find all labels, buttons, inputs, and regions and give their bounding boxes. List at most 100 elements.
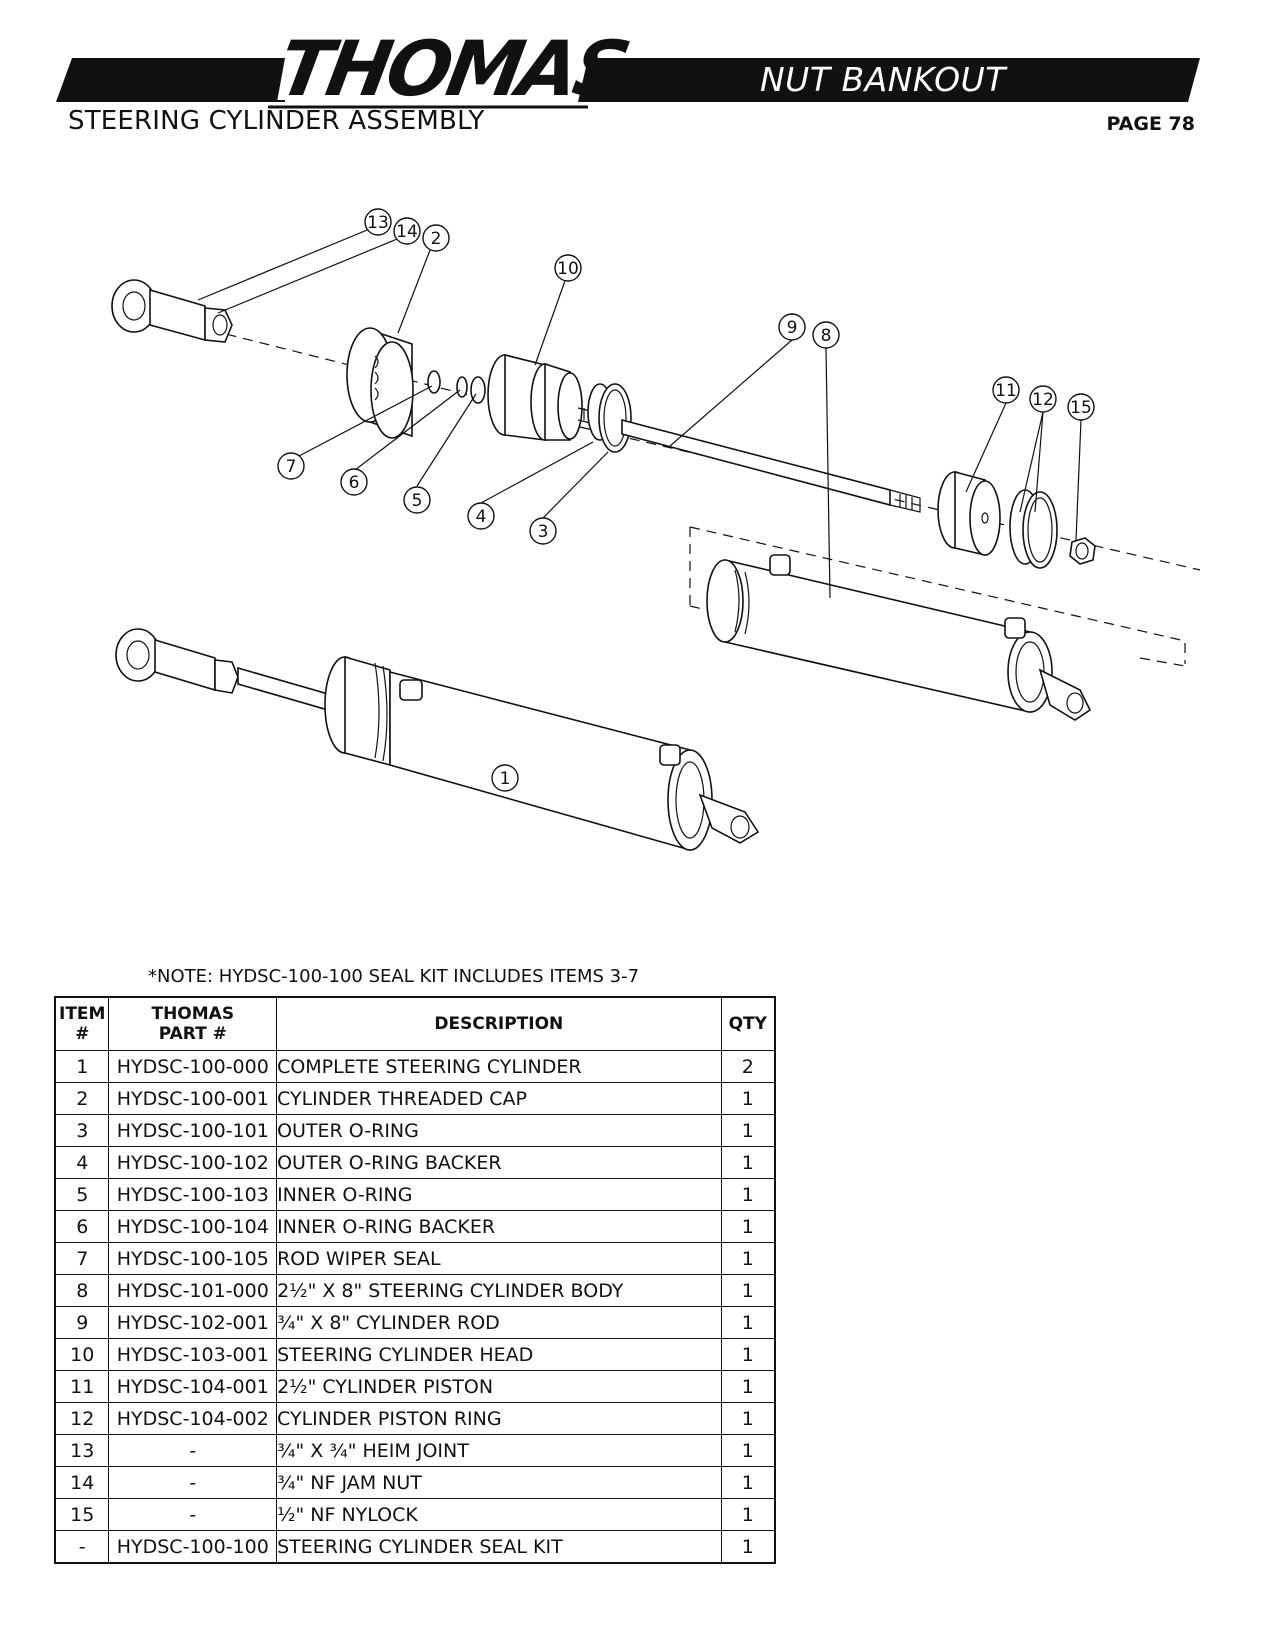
callout-14: 14	[393, 217, 421, 245]
cell-part: HYDSC-100-001	[108, 1082, 278, 1115]
cell-part: HYDSC-104-001	[108, 1370, 278, 1403]
table-row: 10 HYDSC-103-001 STEERING CYLINDER HEAD …	[54, 1338, 776, 1371]
cell-part: -	[108, 1498, 278, 1531]
cell-qty: 1	[720, 1306, 776, 1339]
svg-text:3: 3	[538, 522, 549, 542]
cell-description: ¾" NF JAM NUT	[276, 1466, 722, 1499]
cell-description: 2½" X 8" STEERING CYLINDER BODY	[276, 1274, 722, 1307]
cell-qty: 1	[720, 1242, 776, 1275]
cell-item: 3	[54, 1114, 110, 1147]
cell-description: STEERING CYLINDER HEAD	[276, 1338, 722, 1371]
cell-qty: 2	[720, 1050, 776, 1083]
cell-item: 11	[54, 1370, 110, 1403]
cell-part: HYDSC-100-103	[108, 1178, 278, 1211]
table-row: 9 HYDSC-102-001 ¾" X 8" CYLINDER ROD 1	[54, 1306, 776, 1339]
svg-text:14: 14	[396, 222, 418, 242]
svg-text:13: 13	[367, 213, 389, 233]
callout-11: 11	[992, 376, 1020, 404]
svg-text:2: 2	[431, 229, 442, 249]
callout-6: 6	[340, 468, 368, 496]
svg-text:12: 12	[1032, 390, 1054, 410]
table-row: 15 - ½" NF NYLOCK 1	[54, 1498, 776, 1531]
cell-description: ¾" X ¾" HEIM JOINT	[276, 1434, 722, 1467]
piston-rings	[1009, 489, 1058, 569]
cell-item: 10	[54, 1338, 110, 1371]
cell-qty: 1	[720, 1498, 776, 1531]
cell-part: HYDSC-100-102	[108, 1146, 278, 1179]
cell-part: -	[108, 1466, 278, 1499]
cylinder-body-part	[706, 554, 1092, 721]
leader-lines	[197, 227, 1082, 599]
header-item: ITEM #	[54, 996, 110, 1051]
cell-qty: 1	[720, 1178, 776, 1211]
svg-text:9: 9	[787, 318, 798, 338]
cell-item: 7	[54, 1242, 110, 1275]
header-qty: QTY	[720, 996, 776, 1051]
cell-item: -	[54, 1530, 110, 1564]
cell-qty: 1	[720, 1210, 776, 1243]
svg-text:5: 5	[412, 491, 423, 511]
header-banner	[56, 58, 1200, 109]
cell-part: HYDSC-103-001	[108, 1338, 278, 1371]
seal-kit-note: *NOTE: HYDSC-100-100 SEAL KIT INCLUDES I…	[148, 966, 640, 987]
cell-part: HYDSC-101-000	[108, 1274, 278, 1307]
cell-description: CYLINDER PISTON RING	[276, 1402, 722, 1435]
small-seals	[427, 370, 486, 404]
cell-part: -	[108, 1434, 278, 1467]
cylinder-rod-part	[621, 418, 921, 513]
cell-description: INNER O-RING	[276, 1178, 722, 1211]
callout-8: 8	[812, 321, 840, 349]
svg-text:8: 8	[821, 326, 832, 346]
cell-item: 1	[54, 1050, 110, 1083]
cell-item: 13	[54, 1434, 110, 1467]
cell-description: 2½" CYLINDER PISTON	[276, 1370, 722, 1403]
cell-item: 5	[54, 1178, 110, 1211]
header-description: DESCRIPTION	[276, 996, 722, 1051]
section-subtitle: STEERING CYLINDER ASSEMBLY	[68, 106, 485, 136]
callout-1: 1	[491, 764, 519, 792]
cell-item: 9	[54, 1306, 110, 1339]
cell-qty: 1	[720, 1146, 776, 1179]
cell-part: HYDSC-100-105	[108, 1242, 278, 1275]
callout-3: 3	[529, 517, 557, 545]
o-rings	[587, 383, 632, 453]
cell-item: 6	[54, 1210, 110, 1243]
brand-logo: THOMAS	[272, 24, 634, 113]
heim-joint-part	[111, 279, 233, 343]
page-title: NUT BANKOUT	[760, 60, 1006, 99]
cell-item: 15	[54, 1498, 110, 1531]
table-row: 2 HYDSC-100-001 CYLINDER THREADED CAP 1	[54, 1082, 776, 1115]
cell-part: HYDSC-102-001	[108, 1306, 278, 1339]
header-part: THOMAS PART #	[108, 996, 278, 1051]
cell-description: CYLINDER THREADED CAP	[276, 1082, 722, 1115]
exploded-assembly-diagram: 13 14 2 10 9 8 11 12 15 7 6 5	[111, 208, 1201, 852]
table-row: 5 HYDSC-100-103 INNER O-RING 1	[54, 1178, 776, 1211]
table-header-row: ITEM # THOMAS PART # DESCRIPTION QTY	[54, 996, 776, 1051]
nylock-nut-part	[1069, 537, 1096, 565]
table-row: 7 HYDSC-100-105 ROD WIPER SEAL 1	[54, 1242, 776, 1275]
piston-part	[937, 470, 1001, 557]
callout-12: 12	[1029, 385, 1057, 413]
svg-text:6: 6	[349, 473, 360, 493]
cell-description: ROD WIPER SEAL	[276, 1242, 722, 1275]
table-row: 12 HYDSC-104-002 CYLINDER PISTON RING 1	[54, 1402, 776, 1435]
cell-qty: 1	[720, 1402, 776, 1435]
cell-qty: 1	[720, 1466, 776, 1499]
cell-qty: 1	[720, 1082, 776, 1115]
callout-2: 2	[422, 224, 450, 252]
table-row: 3 HYDSC-100-101 OUTER O-RING 1	[54, 1114, 776, 1147]
svg-text:10: 10	[557, 259, 579, 279]
callout-9: 9	[778, 313, 806, 341]
cell-qty: 1	[720, 1434, 776, 1467]
cell-item: 12	[54, 1402, 110, 1435]
cell-description: STEERING CYLINDER SEAL KIT	[276, 1530, 722, 1564]
cell-part: HYDSC-100-100	[108, 1530, 278, 1564]
cell-description: OUTER O-RING BACKER	[276, 1146, 722, 1179]
cell-item: 14	[54, 1466, 110, 1499]
table-row: - HYDSC-100-100 STEERING CYLINDER SEAL K…	[54, 1530, 776, 1564]
cell-qty: 1	[720, 1274, 776, 1307]
cell-part: HYDSC-104-002	[108, 1402, 278, 1435]
svg-text:4: 4	[476, 507, 487, 527]
cell-part: HYDSC-100-000	[108, 1050, 278, 1083]
page-number: PAGE 78	[1106, 113, 1195, 135]
